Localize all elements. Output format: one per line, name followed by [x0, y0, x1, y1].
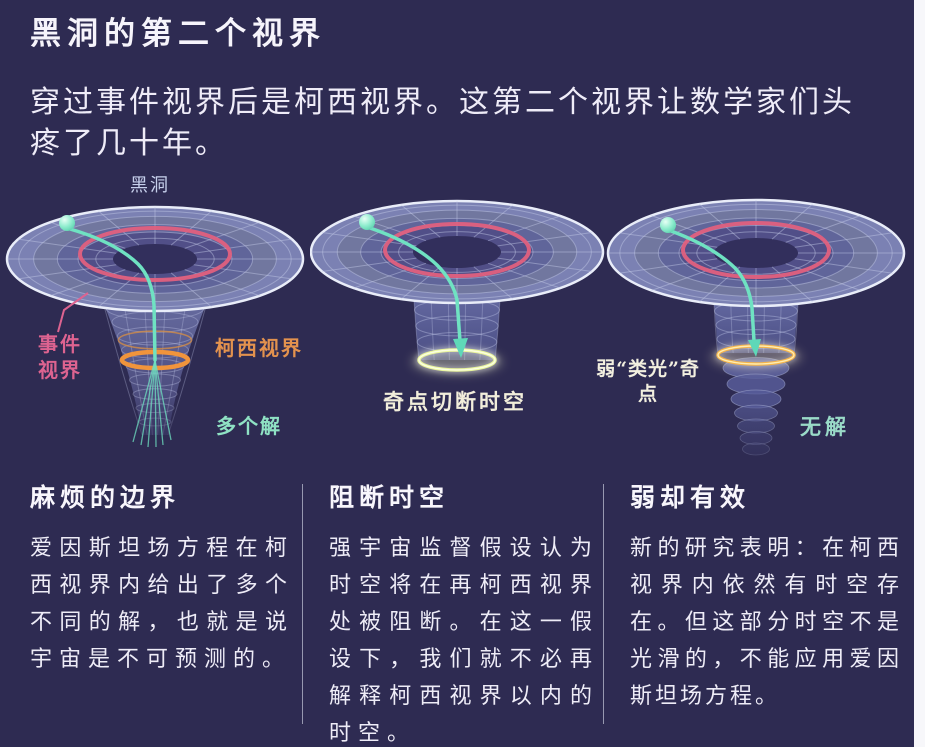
- column-heading: 麻烦的边界: [30, 483, 181, 512]
- weak-null-singularity-label: 弱“类光”奇点: [596, 358, 700, 405]
- column-heading: 阻断时空: [329, 483, 450, 512]
- black-hole-label: 黑洞: [130, 175, 170, 196]
- event-horizon-label: 事件视界: [38, 332, 82, 382]
- funnel-diagram-singularity-cut: [310, 199, 605, 375]
- column-divider: [302, 484, 303, 724]
- bottom-columns: 麻烦的边界 爱因斯坦场方程在柯西视界内给出了多个不同的解，也就是说宇宙是不可预测…: [30, 478, 904, 747]
- no-solution-label: 无解: [800, 414, 850, 439]
- column-troublesome-boundary: 麻烦的边界 爱因斯坦场方程在柯西视界内给出了多个不同的解，也就是说宇宙是不可预测…: [30, 478, 294, 678]
- funnel-diagram-weak-singularity: [606, 198, 906, 488]
- column-body: 强宇宙监督假设认为时空将在再柯西视界处被阻断。在这一假设下，我们就不必再解释柯西…: [329, 536, 599, 746]
- singularity-cut-label: 奇点切断时空: [383, 389, 527, 414]
- right-edge-strip: [914, 0, 925, 747]
- column-weak-but-effective: 弱却有效 新的研究表明：在柯西视界内依然有时空存在。但这部分时空不是光滑的，不能…: [630, 478, 902, 715]
- column-heading: 弱却有效: [630, 483, 751, 512]
- column-divider: [603, 484, 604, 724]
- cauchy-horizon-label: 柯西视界: [215, 336, 303, 360]
- multiple-solutions-label: 多个解: [216, 414, 282, 438]
- column-body: 新的研究表明：在柯西视界内依然有时空存在。但这部分时空不是光滑的，不能应用爱因斯…: [630, 536, 902, 709]
- column-block-spacetime: 阻断时空 强宇宙监督假设认为时空将在再柯西视界处被阻断。在这一假设下，我们就不必…: [329, 478, 599, 747]
- column-body: 爱因斯坦场方程在柯西视界内给出了多个不同的解，也就是说宇宙是不可预测的。: [30, 536, 294, 672]
- intro-text: 穿过事件视界后是柯西视界。这第二个视界让数学家们头疼了几十年。: [30, 85, 855, 161]
- page-title: 黑洞的第二个视界: [30, 16, 326, 52]
